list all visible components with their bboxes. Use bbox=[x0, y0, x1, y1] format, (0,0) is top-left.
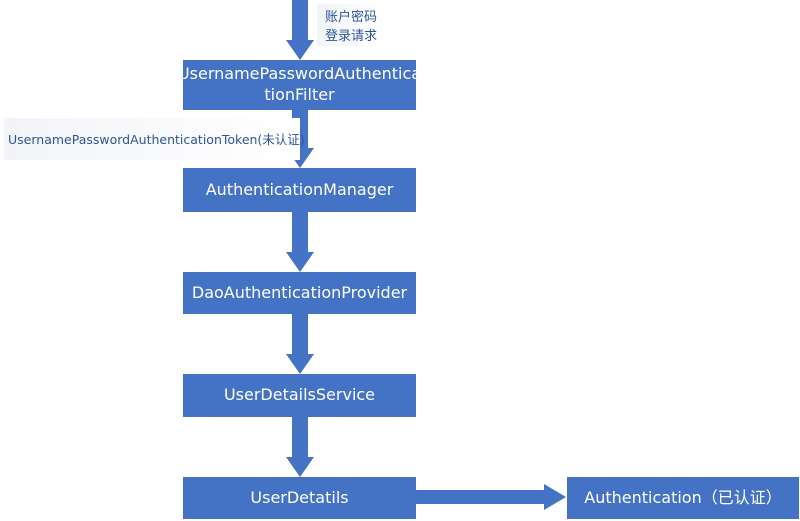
node-username-password-filter: UsernamePasswordAuthentica tionFilter bbox=[178, 60, 421, 110]
node-user-details: UserDetatils bbox=[183, 477, 416, 519]
login-label-background bbox=[317, 4, 385, 46]
token-unauthenticated-label: UsernamePasswordAuthenticationToken(未认证) bbox=[8, 132, 305, 147]
login-request-label: 账户密码 登录请求 bbox=[317, 9, 385, 47]
login-label-line2: 登录请求 bbox=[324, 28, 377, 44]
node-authentication-manager: AuthenticationManager bbox=[183, 168, 416, 212]
arrow-login-request bbox=[286, 0, 314, 60]
arrow-manager-to-provider bbox=[286, 212, 314, 272]
node-filter-line1: UsernamePasswordAuthentica bbox=[177, 64, 422, 84]
login-label-line1: 账户密码 bbox=[324, 10, 377, 25]
token-label-background bbox=[4, 118, 300, 160]
arrow-provider-to-service bbox=[286, 314, 314, 374]
arrow-details-to-result bbox=[414, 484, 566, 510]
node-authentication-result: Authentication（已认证） bbox=[567, 477, 799, 519]
node-user-details-service: UserDetailsService bbox=[183, 374, 416, 417]
node-filter-line2: tionFilter bbox=[264, 85, 335, 104]
arrow-service-to-details bbox=[286, 417, 314, 477]
node-dao-authentication-provider: DaoAuthenticationProvider bbox=[183, 272, 416, 314]
